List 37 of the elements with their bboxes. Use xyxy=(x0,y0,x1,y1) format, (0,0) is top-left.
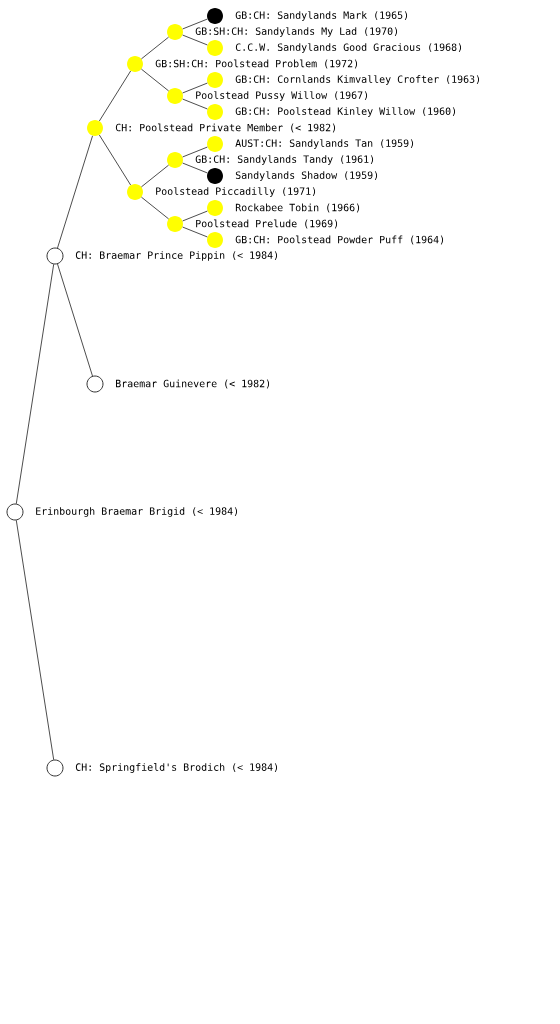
connector-line xyxy=(99,70,131,122)
name-label: GB:CH: Sandylands Mark (1965) xyxy=(235,11,408,21)
connector-line xyxy=(15,263,55,505)
connector-line xyxy=(141,164,169,188)
name-label: GB:CH: Poolstead Powder Puff (1964) xyxy=(235,235,444,245)
connector-line xyxy=(141,68,169,92)
connector-line xyxy=(141,36,169,60)
name-label: C.C.W. Sandylands Good Gracious (1968) xyxy=(235,43,461,53)
name-label: Poolstead Pussy Willow (1967) xyxy=(196,91,368,101)
connector-line xyxy=(182,18,208,30)
name-label: Rockabee Tobin (1966) xyxy=(235,203,360,213)
name-label: Erinbourgh Braemar Brigid (< 1984) xyxy=(36,507,238,517)
connector-line xyxy=(57,263,93,377)
connector-line xyxy=(182,226,208,238)
connector-line xyxy=(15,519,55,761)
connector-line xyxy=(182,82,208,94)
name-label: CH: Springfield's Brodich (< 1984) xyxy=(75,763,278,773)
name-label: GB:CH: Poolstead Kinley Willow (1960) xyxy=(235,107,456,117)
connector-line xyxy=(182,146,208,158)
name-label: CH: Braemar Prince Pippin (< 1984) xyxy=(75,251,278,261)
name-label: GB:CH: Cornlands Kimvalley Crofter (1963) xyxy=(235,75,479,85)
connector-line xyxy=(182,162,208,174)
name-label: AUST:CH: Sandylands Tan (1959) xyxy=(235,139,414,149)
name-label: GB:SH:CH: Poolstead Problem (1972) xyxy=(155,59,358,69)
name-label: Poolstead Piccadilly (1971) xyxy=(156,187,316,197)
name-label: Poolstead Prelude (1969) xyxy=(196,219,338,229)
connector-line xyxy=(182,210,208,222)
name-label: GB:SH:CH: Sandylands My Lad (1970) xyxy=(195,27,398,37)
connector-line xyxy=(182,98,208,110)
connector-line xyxy=(141,196,169,220)
connector-line xyxy=(99,134,131,186)
name-label: Braemar Guinevere (< 1982) xyxy=(116,379,270,389)
connector-line xyxy=(182,34,208,46)
name-label: GB:CH: Sandylands Tandy (1961) xyxy=(195,155,374,165)
name-label: Sandylands Shadow (1959) xyxy=(235,171,378,181)
name-label: CH: Poolstead Private Member (< 1982) xyxy=(115,123,336,133)
connector-line xyxy=(57,135,93,249)
